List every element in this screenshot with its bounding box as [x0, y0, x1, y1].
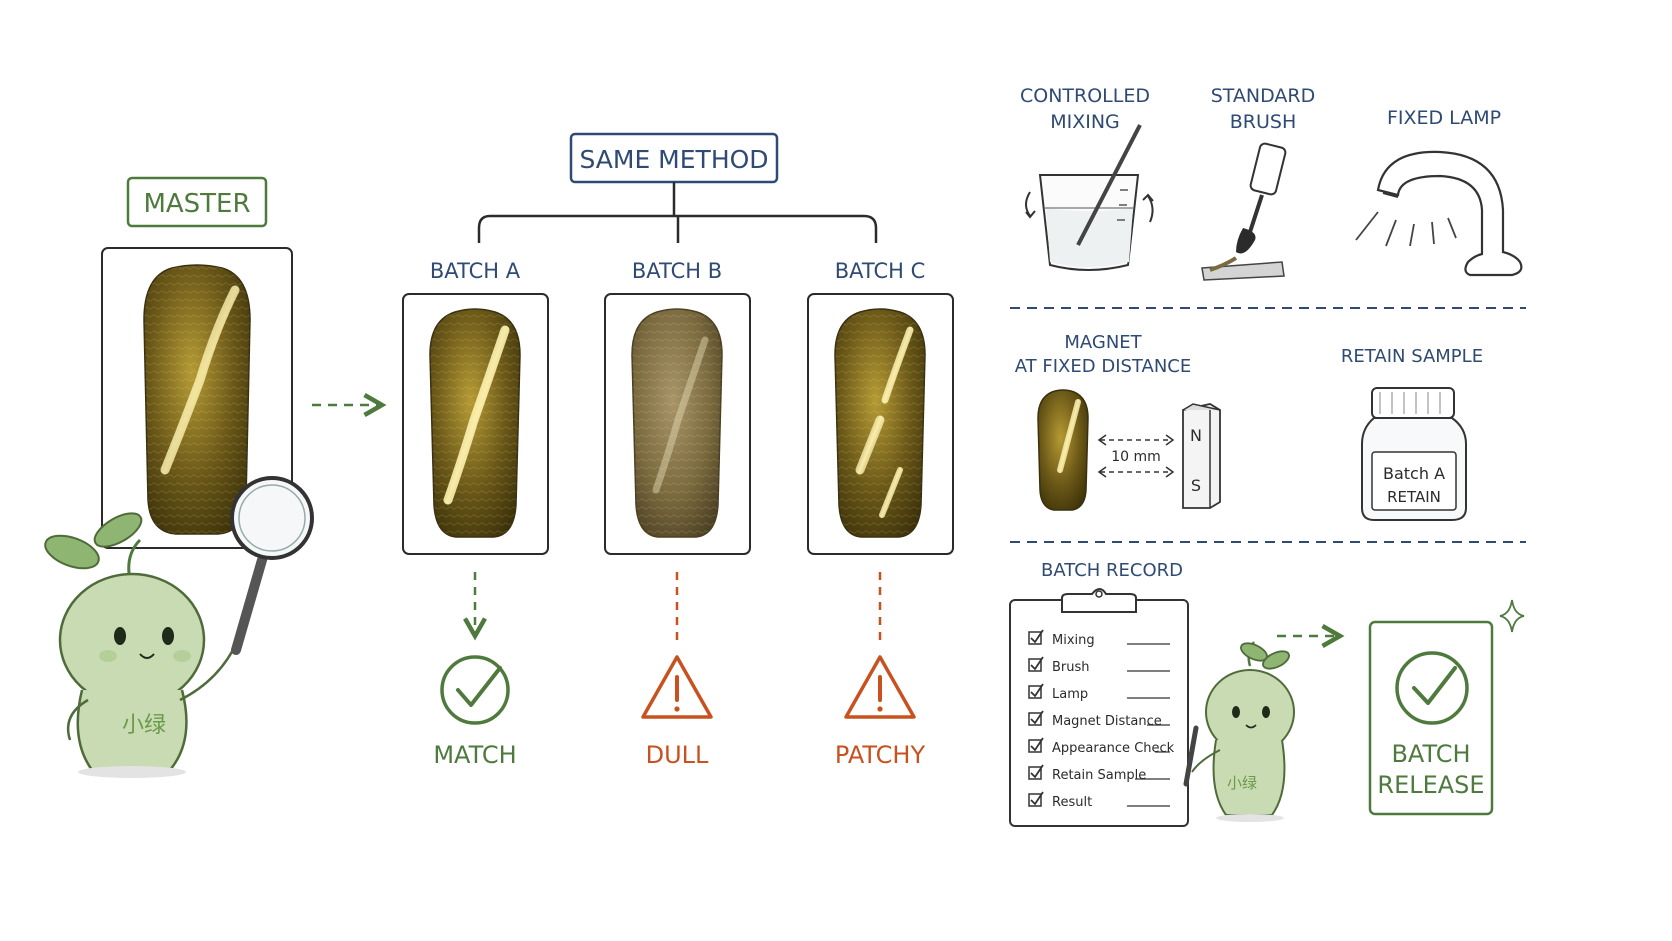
retain-label: RETAIN SAMPLE — [1341, 346, 1483, 367]
record-item: Result — [1028, 791, 1170, 810]
control-lamp-label: FIXED LAMP — [1387, 107, 1501, 129]
sparkle-icon — [1499, 599, 1525, 633]
master-nail-swatch — [143, 264, 251, 535]
same-method-label: SAME METHOD — [579, 145, 768, 174]
batch-b-label: BATCH B — [632, 259, 722, 283]
mascot-small-chest-text: 小绿 — [1227, 774, 1257, 792]
record-item-label: Magnet Distance — [1052, 714, 1162, 729]
control-brush-label-2: BRUSH — [1230, 111, 1297, 133]
record-item: Appearance Check — [1028, 737, 1175, 756]
jar-label-line1: Batch A — [1383, 464, 1445, 483]
polish-brush-icon — [1201, 142, 1287, 281]
method-branch-lines — [477, 182, 878, 243]
record-item: Lamp — [1028, 683, 1170, 702]
controls-section: CONTROLLED MIXING STANDARD BRUSH FIXED L — [1009, 85, 1526, 827]
record-item-label: Retain Sample — [1052, 768, 1146, 783]
record-item: Brush — [1028, 656, 1170, 675]
sprout-mascot-small: 小绿 — [1183, 641, 1295, 822]
record-item-label: Lamp — [1052, 687, 1088, 702]
master-label: MASTER — [143, 189, 250, 219]
magnet-south: S — [1191, 476, 1201, 495]
batch-b: BATCH B DULL — [604, 259, 751, 769]
control-mixing-label-2: MIXING — [1050, 111, 1120, 133]
record-item-label: Mixing — [1052, 633, 1095, 648]
record-checklist: Mixing Brush Lamp Magnet Distance — [1028, 629, 1175, 810]
master-section: MASTER 小绿 — [44, 176, 387, 778]
master-label-box — [126, 176, 268, 228]
check-circle-icon — [1395, 651, 1469, 725]
mascot-chest-text: 小绿 — [122, 713, 166, 738]
warning-triangle-icon — [641, 655, 713, 719]
batch-a-result: MATCH — [433, 741, 516, 769]
record-item-label: Result — [1052, 795, 1092, 810]
jar-label-line2: RETAIN — [1387, 488, 1441, 506]
magnet-label-1: MAGNET — [1064, 332, 1142, 353]
magnet-nail-swatch — [1037, 389, 1089, 511]
batch-c-result: PATCHY — [835, 741, 926, 769]
record-item: Mixing — [1028, 629, 1170, 648]
record-item-label: Brush — [1052, 660, 1090, 675]
check-circle-icon — [440, 655, 510, 725]
batch-release-card: BATCH RELEASE — [1368, 620, 1494, 816]
record-item: Magnet Distance — [1028, 710, 1170, 729]
record-item-label: Appearance Check — [1052, 741, 1175, 756]
batch-b-result: DULL — [646, 741, 709, 769]
batch-c-label: BATCH C — [835, 259, 926, 283]
control-mixing-label-1: CONTROLLED — [1020, 85, 1150, 107]
sprout-mascot: 小绿 — [44, 512, 240, 778]
magnet-label-2: AT FIXED DISTANCE — [1015, 356, 1192, 377]
magnifier-icon — [230, 476, 314, 655]
lamp-icon — [1355, 150, 1523, 277]
batch-a-label: BATCH A — [430, 259, 521, 283]
batch-release-line2: RELEASE — [1377, 771, 1484, 799]
batch-record-label: BATCH RECORD — [1041, 560, 1183, 581]
batch-a: BATCH A MATCH — [402, 259, 549, 769]
magnet-north: N — [1190, 426, 1202, 445]
batch-b-nail-swatch — [631, 308, 723, 538]
clipboard-icon — [1009, 588, 1189, 827]
sample-jar-icon: Batch A RETAIN — [1361, 387, 1467, 521]
control-brush-label-1: STANDARD — [1211, 85, 1316, 107]
distance-arrows — [1097, 434, 1175, 478]
bar-magnet-icon: N S — [1182, 403, 1221, 509]
batch-c-nail-swatch — [834, 308, 926, 538]
batch-release-line1: BATCH — [1391, 740, 1470, 768]
batch-a-nail-swatch — [429, 308, 521, 538]
pen-icon — [1183, 725, 1199, 787]
magnet-distance: 10 mm — [1111, 449, 1161, 465]
batches-section: SAME METHOD BATCH A MATCH BATCH B — [402, 132, 954, 769]
batch-c: BATCH C PATCHY — [807, 259, 954, 769]
record-item: Retain Sample — [1028, 764, 1170, 783]
mixing-beaker-icon — [1025, 124, 1154, 271]
warning-triangle-icon — [844, 655, 916, 719]
